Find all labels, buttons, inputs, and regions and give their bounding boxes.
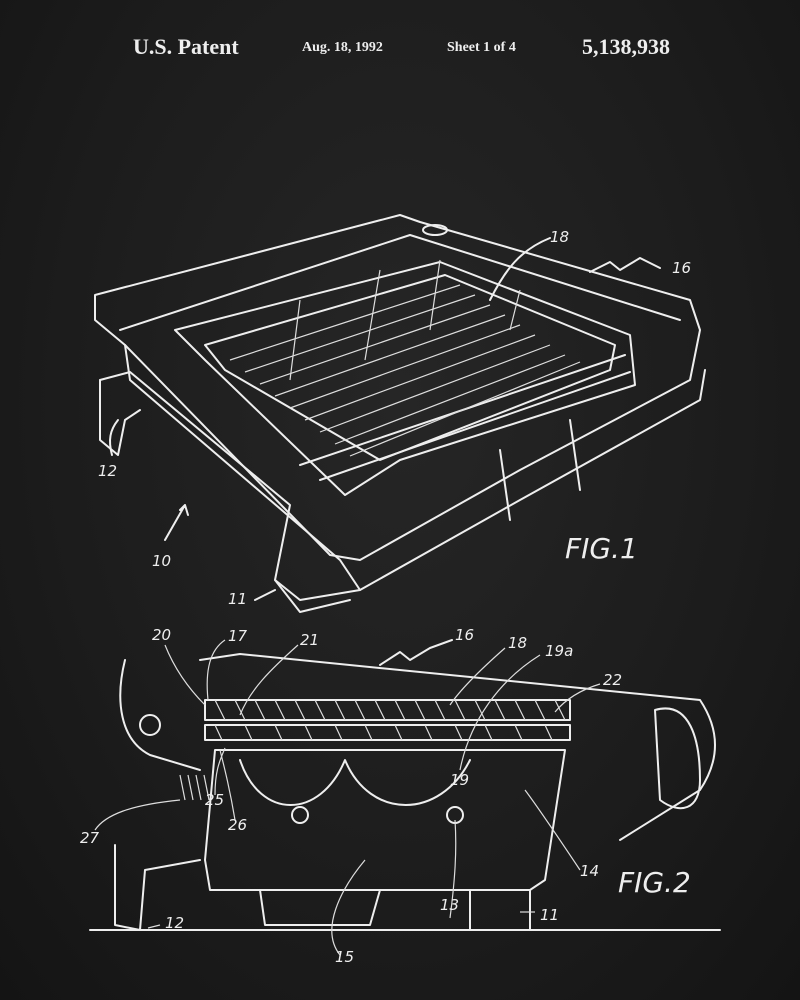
grate-bars (229, 259, 581, 457)
fig1-label-18: 18 (550, 228, 569, 246)
fig2-label-13: 13 (440, 896, 459, 914)
fig2-label-14: 14 (580, 862, 599, 880)
fig2-drawing (89, 653, 721, 931)
fig2-label-19: 19 (450, 771, 469, 789)
fig1-label-10: 10 (152, 552, 171, 570)
fig1-caption: FIG.1 (565, 532, 638, 565)
fig2-label-18: 18 (508, 634, 527, 652)
sheet-number: Sheet 1 of 4 (447, 40, 516, 55)
fig1-leaders (109, 237, 661, 601)
fig2-label-16: 16 (455, 626, 474, 644)
patent-date: Aug. 18, 1992 (302, 40, 383, 55)
fig2-label-11: 11 (540, 906, 559, 924)
fig1-label-11: 11 (228, 590, 247, 608)
fig2-label-15: 15 (335, 948, 354, 966)
fig2-leaders (94, 639, 601, 956)
fig2-label-19a: 19a (545, 642, 573, 660)
fig2-caption: FIG.2 (618, 866, 691, 899)
fig2-label-17: 17 (228, 627, 248, 645)
fig1-label-12: 12 (98, 462, 117, 480)
patent-number: 5,138,938 (582, 34, 670, 59)
fig2-label-12: 12 (165, 914, 184, 932)
fig1-drawing (94, 214, 706, 613)
fig1-label-16: 16 (672, 259, 691, 277)
fig2-label-26: 26 (228, 816, 247, 834)
fig2-label-25: 25 (205, 791, 224, 809)
fig2-label-21: 21 (300, 631, 319, 649)
hatching (179, 699, 566, 801)
patent-title: U.S. Patent (133, 34, 239, 59)
fig2-label-27: 27 (80, 829, 100, 847)
fig2-label-22: 22 (603, 671, 622, 689)
fig2-label-20: 20 (152, 626, 171, 644)
